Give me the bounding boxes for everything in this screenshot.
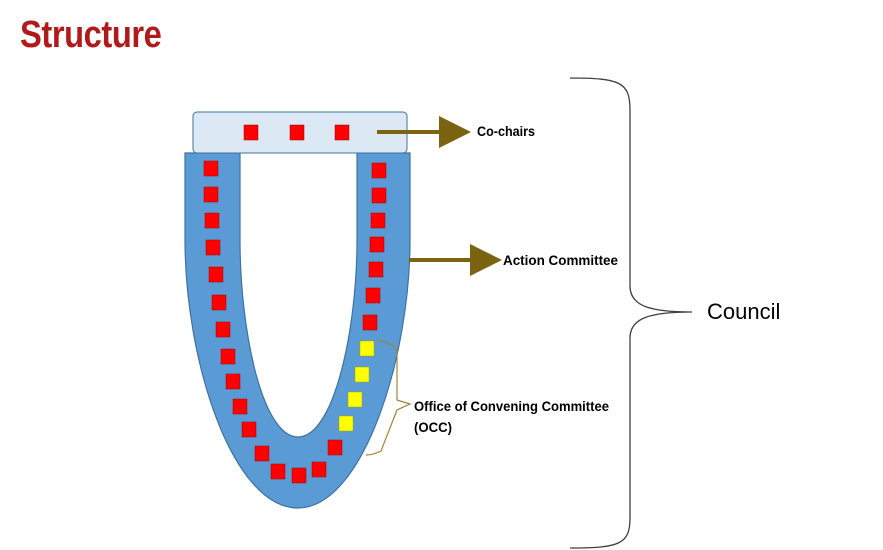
bottom-members xyxy=(270,439,343,484)
action-committee-label: Action Committee xyxy=(503,252,618,268)
committee-member xyxy=(270,463,286,480)
committee-member xyxy=(311,461,327,478)
occ-member xyxy=(359,340,375,357)
committee-member xyxy=(232,398,248,415)
committee-member xyxy=(327,439,343,456)
co-chair-member xyxy=(334,124,350,141)
committee-member xyxy=(241,421,257,438)
committee-member xyxy=(254,445,270,462)
co-chairs-label: Co-chairs xyxy=(477,123,535,139)
committee-member xyxy=(225,373,241,390)
committee-member xyxy=(204,212,220,229)
committee-member xyxy=(205,239,221,256)
committee-member xyxy=(291,467,307,484)
committee-member xyxy=(220,348,236,365)
co-chair-members xyxy=(243,124,350,141)
action-committee-u-shape xyxy=(184,152,411,509)
occ-label-line2: (OCC) xyxy=(414,419,452,435)
occ-bracket xyxy=(365,339,412,456)
left-arm-members xyxy=(203,160,270,462)
occ-label-line1: Office of Convening Committee xyxy=(414,398,609,414)
committee-member xyxy=(203,160,219,177)
committee-member xyxy=(368,261,384,278)
committee-member xyxy=(365,287,381,304)
council-label: Council xyxy=(707,299,780,324)
committee-member xyxy=(371,187,387,204)
committee-member xyxy=(362,314,378,331)
right-arm-members xyxy=(362,162,387,331)
occ-member xyxy=(338,415,354,432)
committee-member xyxy=(215,321,231,338)
occ-members xyxy=(338,340,375,432)
committee-member xyxy=(370,212,386,229)
co-chair-member xyxy=(243,124,259,141)
occ-member xyxy=(347,391,363,408)
occ-member xyxy=(354,366,370,383)
co-chair-member xyxy=(289,124,305,141)
committee-member xyxy=(208,266,224,283)
committee-member xyxy=(369,236,385,253)
committee-member xyxy=(211,294,227,311)
committee-member xyxy=(371,162,387,179)
page-title: Structure xyxy=(20,14,162,56)
committee-member xyxy=(203,186,219,203)
council-brace xyxy=(569,77,693,549)
